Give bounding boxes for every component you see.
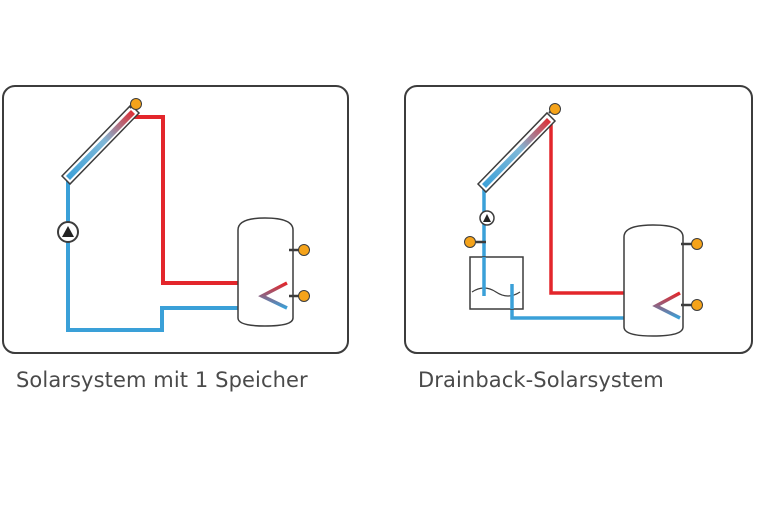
circle-sensor-icon — [289, 290, 310, 302]
circle-sensor-icon — [289, 244, 310, 256]
pump-triangle-icon — [479, 210, 495, 226]
circle-sensor-icon — [681, 299, 703, 311]
storage-tank-icon — [237, 217, 294, 327]
diagram-standard-system — [2, 85, 349, 354]
pump-triangle-icon — [57, 221, 79, 243]
caption-drainback-system: Drainback-Solarsystem — [418, 368, 664, 392]
circle-sensor-icon — [129, 98, 142, 110]
circle-sensor-icon — [548, 103, 561, 115]
caption-standard-system: Solarsystem mit 1 Speicher — [16, 368, 308, 392]
cold-pipe — [66, 176, 287, 332]
solar-collector-icon — [60, 103, 141, 186]
drainback-tank-icon — [469, 256, 524, 310]
circle-sensor-icon — [681, 238, 703, 250]
storage-tank-icon — [623, 224, 684, 337]
heat-exchanger-coil-icon — [258, 281, 288, 310]
solar-collector-icon — [476, 111, 557, 194]
heat-exchanger-coil-icon — [652, 291, 681, 320]
diagram-drainback-system — [404, 85, 753, 354]
hot-pipe — [126, 115, 287, 285]
diagram-frame — [404, 85, 753, 354]
diagram-frame — [2, 85, 349, 354]
circle-sensor-icon — [464, 236, 486, 248]
